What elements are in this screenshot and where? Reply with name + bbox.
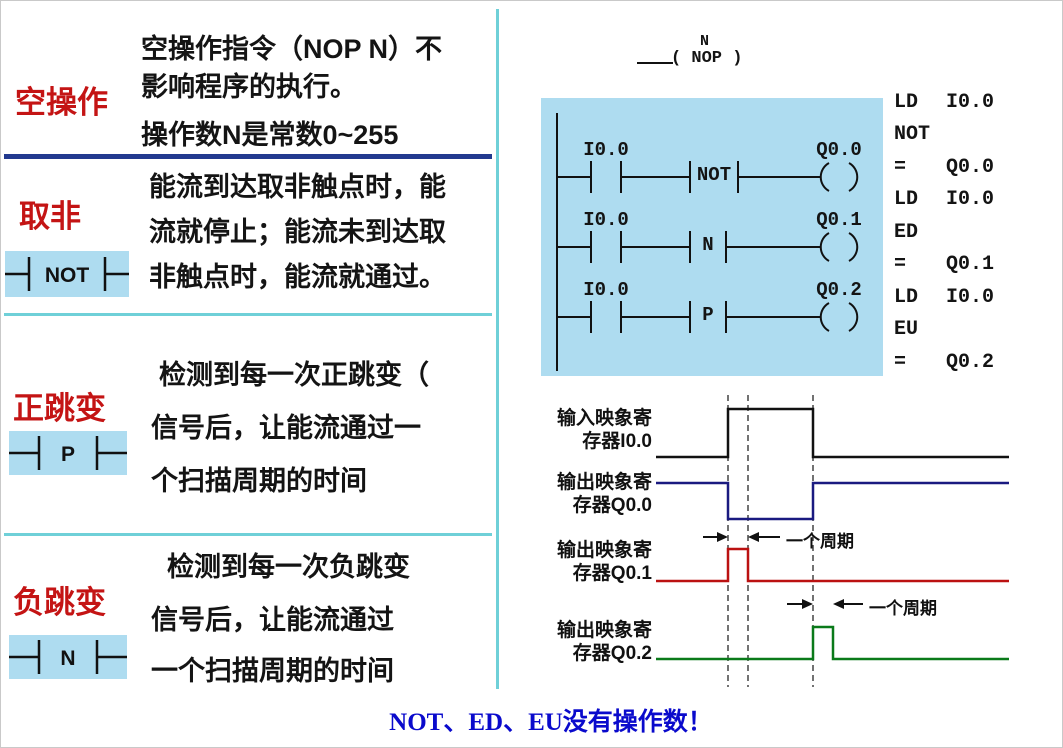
stl-operand-7: I0.0 bbox=[946, 286, 995, 309]
positive-transition-symbol: P bbox=[9, 431, 127, 475]
cycle-arrows-q01 bbox=[703, 532, 780, 542]
positive-symbol-text: P bbox=[61, 443, 75, 466]
timing-label-line: 输出映象寄 bbox=[556, 540, 652, 561]
timing-label-line: 输出映象寄 bbox=[556, 620, 652, 641]
rung3-contact-label: I0.0 bbox=[583, 279, 629, 301]
nop-text-line-2: 影响程序的执行。 bbox=[141, 72, 357, 102]
divider-not-bottom bbox=[4, 313, 492, 316]
divider-nop-bottom bbox=[4, 154, 492, 159]
timing-label-line: 输出映象寄 bbox=[556, 472, 652, 493]
negative-text-line-3: 一个扫描周期的时间 bbox=[151, 656, 394, 686]
nop-text-line-3: 操作数N是常数0~255 bbox=[141, 120, 399, 150]
negative-symbol-text: N bbox=[60, 647, 75, 670]
rung1-middle-label: NOT bbox=[696, 164, 732, 186]
timing-label-line: 存器I0.0 bbox=[582, 431, 652, 452]
stl-op-7: LD bbox=[894, 286, 919, 309]
section-label-not: 取非 bbox=[19, 199, 81, 234]
rung1-contact-label: I0.0 bbox=[583, 139, 629, 161]
rung2-middle-label: N bbox=[702, 234, 714, 256]
rung3-middle-label: P bbox=[702, 304, 714, 326]
stl-op-9: = bbox=[894, 351, 907, 374]
stl-op-2: NOT bbox=[894, 123, 931, 146]
stl-operand-1: I0.0 bbox=[946, 91, 995, 114]
not-text-line-1: 能流到达取非触点时，能 bbox=[149, 172, 446, 202]
waveform-input-i00 bbox=[656, 407, 1009, 459]
negative-transition-symbol: N bbox=[9, 635, 127, 679]
nop-coil-operand: N bbox=[700, 33, 710, 50]
cycle-label-q02: 一个周期 bbox=[869, 599, 937, 618]
cycle-arrows-q02 bbox=[787, 599, 863, 609]
not-text-line-2: 流就停止；能流未到达取 bbox=[149, 217, 446, 247]
positive-text-line-3: 个扫描周期的时间 bbox=[151, 466, 367, 496]
timing-label-input-i00: 输入映象寄 存器I0.0 bbox=[506, 407, 652, 453]
stl-op-6: = bbox=[894, 253, 907, 276]
section-label-nop: 空操作 bbox=[15, 85, 108, 120]
timing-label-output-q00: 输出映象寄 存器Q0.0 bbox=[506, 471, 652, 517]
footer-note: NOT、ED、EU没有操作数！ bbox=[389, 709, 713, 736]
divider-vertical bbox=[496, 9, 499, 689]
timing-label-output-q02: 输出映象寄 存器Q0.2 bbox=[506, 619, 652, 665]
stl-op-1: LD bbox=[894, 91, 919, 114]
timing-label-line: 存器Q0.1 bbox=[572, 563, 652, 584]
timing-label-line: 输入映象寄 bbox=[556, 408, 652, 429]
nop-coil-symbol: ( NOP ) bbox=[671, 49, 743, 68]
rung3-coil-label: Q0.2 bbox=[816, 279, 862, 301]
cycle-label-q01: 一个周期 bbox=[786, 532, 854, 551]
positive-text-line-1: 检测到每一次正跳变（ bbox=[159, 360, 429, 390]
rung2-contact-label: I0.0 bbox=[583, 209, 629, 231]
not-symbol-text: NOT bbox=[45, 264, 90, 287]
stl-op-4: LD bbox=[894, 188, 919, 211]
timing-label-output-q01: 输出映象寄 存器Q0.1 bbox=[506, 539, 652, 585]
stl-op-5: ED bbox=[894, 221, 919, 244]
negative-text-line-1: 检测到每一次负跳变 bbox=[167, 552, 410, 582]
stl-operand-4: I0.0 bbox=[946, 188, 995, 211]
rung2-coil-label: Q0.1 bbox=[816, 209, 862, 231]
waveform-output-q02 bbox=[656, 625, 1009, 661]
positive-text-line-2: 信号后，让能流通过一 bbox=[151, 413, 421, 443]
waveform-output-q01 bbox=[656, 547, 1009, 583]
divider-positive-bottom bbox=[4, 533, 492, 536]
not-text-line-3: 非触点时，能流就通过。 bbox=[149, 262, 446, 292]
negative-text-line-2: 信号后，让能流通过 bbox=[151, 605, 394, 635]
section-label-positive-transition: 正跳变 bbox=[13, 391, 106, 426]
stl-op-3: = bbox=[894, 156, 907, 179]
rung1-coil-label: Q0.0 bbox=[816, 139, 862, 161]
stl-operand-3: Q0.0 bbox=[946, 156, 995, 179]
stl-op-8: EU bbox=[894, 318, 919, 341]
timing-label-line: 存器Q0.2 bbox=[572, 643, 652, 664]
not-contact-symbol: NOT bbox=[5, 251, 129, 297]
timing-label-line: 存器Q0.0 bbox=[572, 495, 652, 516]
stl-operand-6: Q0.1 bbox=[946, 253, 995, 276]
stl-operand-9: Q0.2 bbox=[946, 351, 995, 374]
waveform-output-q00 bbox=[656, 481, 1009, 521]
section-label-negative-transition: 负跳变 bbox=[13, 585, 106, 620]
nop-text-line-1: 空操作指令（NOP N）不 bbox=[141, 34, 443, 64]
